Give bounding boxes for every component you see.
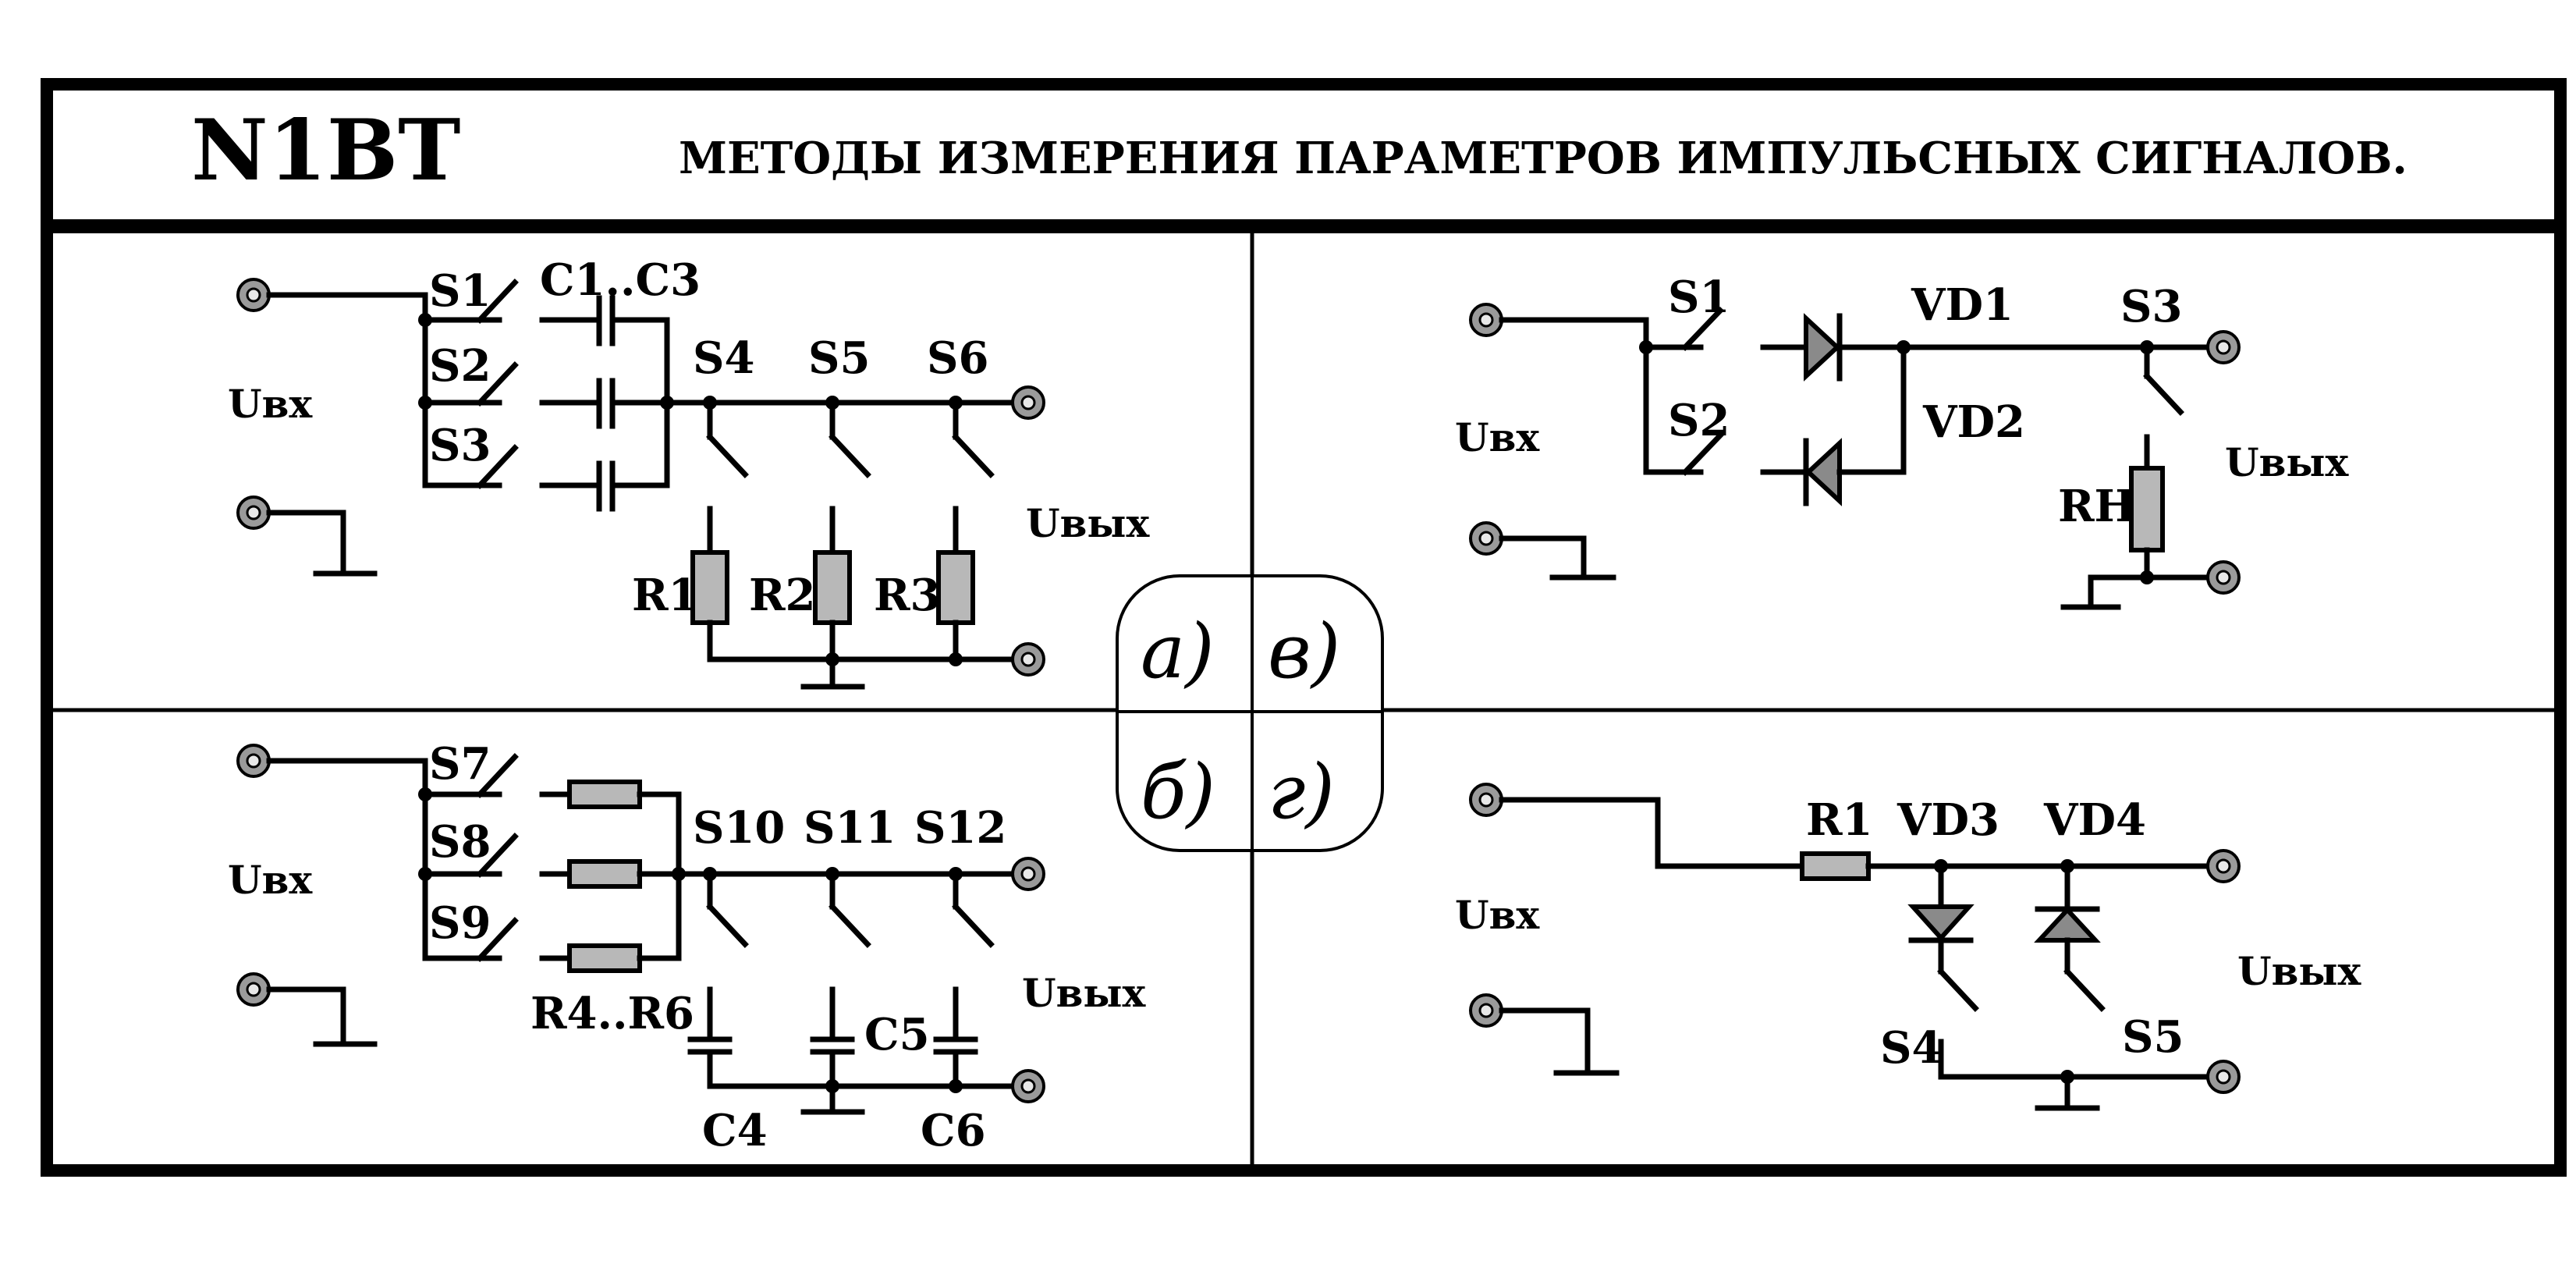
switch-label-s1-v: S1 <box>1668 272 1730 323</box>
quadrant-label-g: г) <box>1268 748 1335 836</box>
capacitor-c4 <box>687 986 1017 1089</box>
ground-terminal-v <box>1469 521 1503 556</box>
switch-label-s10: S10 <box>693 802 785 854</box>
capacitor-c3 <box>539 460 670 512</box>
quadrant-badge: а) в) б) г) <box>1116 574 1384 852</box>
switch-s5-a <box>825 396 871 478</box>
resistor-r1-g <box>1800 851 2211 881</box>
input-voltage-label-v: Uвх <box>1455 414 1540 460</box>
switch-s8 <box>418 833 519 881</box>
switch-s1-a <box>418 279 519 327</box>
output-voltage-label-v: Uвых <box>2225 439 2349 485</box>
switch-label-s3-a: S3 <box>429 420 491 471</box>
quadrant-label-a: а) <box>1141 608 1215 695</box>
switch-label-s3-v: S3 <box>2120 281 2182 332</box>
capacitor-label-c1c3: C1..C3 <box>540 254 701 306</box>
output-ground-terminal-a <box>1011 642 1045 677</box>
capacitor-c2 <box>539 378 670 429</box>
diode-label-vd3: VD3 <box>1897 794 1999 846</box>
input-voltage-label-a: Uвх <box>228 381 313 427</box>
input-terminal-v <box>1469 303 1503 337</box>
diode-vd3 <box>1907 859 1979 1012</box>
diode-vd2 <box>1760 344 1907 506</box>
output-ground-terminal-g <box>2206 1060 2241 1094</box>
quadrant-label-v: в) <box>1268 608 1340 695</box>
switch-label-s9: S9 <box>429 897 491 949</box>
diode-label-vd4: VD4 <box>2043 794 2146 846</box>
switch-label-s4-g: S4 <box>1880 1022 1942 1074</box>
panel-code: N1BT <box>191 101 461 200</box>
output-voltage-label-a: Uвых <box>1026 500 1150 546</box>
resistor-label-r1-g: R1 <box>1806 794 1873 846</box>
resistor-r1-a <box>690 506 729 662</box>
capacitor-label-c4: C4 <box>702 1105 768 1156</box>
resistor-label-r3-a: R3 <box>874 570 941 621</box>
switch-label-s11: S11 <box>804 802 896 854</box>
ground-terminal-g <box>1469 993 1503 1028</box>
quadrant-label-b: б) <box>1141 748 1215 836</box>
ground-terminal-a <box>236 495 271 530</box>
diode-label-vd1: VD1 <box>1911 279 2014 331</box>
input-voltage-label-g: Uвх <box>1455 892 1540 938</box>
panel-title: МЕТОДЫ ИЗМЕРЕНИЯ ПАРАМЕТРОВ ИМПУЛЬСНЫХ С… <box>679 133 2407 184</box>
input-voltage-label-b: Uвх <box>228 857 313 903</box>
switch-s4-a <box>703 396 749 478</box>
resistor-r2-a <box>813 506 852 662</box>
resistor-label-r4r6: R4..R6 <box>530 988 694 1039</box>
capacitor-label-c5: C5 <box>864 1009 930 1060</box>
switch-s12 <box>949 867 995 948</box>
switch-s11 <box>825 867 871 948</box>
output-terminal-a <box>1011 385 1045 420</box>
switch-s10 <box>703 867 749 948</box>
output-terminal-b <box>1011 857 1045 891</box>
circuit-a: Uвх S1 S2 S3 C1..C3 <box>228 254 1150 690</box>
capacitor-label-c6: C6 <box>921 1105 986 1156</box>
switch-s2-a <box>418 361 519 410</box>
diode-vd4 <box>2034 859 2106 1012</box>
output-terminal-v <box>2206 330 2241 364</box>
switch-s1-v <box>1639 307 1724 354</box>
switch-label-s1-a: S1 <box>429 265 491 317</box>
switch-label-s5-a: S5 <box>808 332 870 384</box>
circuit-b: Uвх S7 S8 S9 <box>228 738 1146 1156</box>
resistor-r3-a <box>936 506 975 662</box>
capacitor-c1 <box>539 295 670 488</box>
switch-s3-a <box>422 444 519 489</box>
input-terminal-b <box>236 744 271 778</box>
circuit-v: Uвх S1 S2 VD1 VD2 <box>1455 272 2349 610</box>
input-terminal-g <box>1469 783 1503 817</box>
output-terminal-g <box>2206 849 2241 883</box>
switch-s6-a <box>949 396 995 478</box>
ground-terminal-b <box>236 972 271 1007</box>
diode-label-vd2: VD2 <box>1922 396 2025 448</box>
switch-s9 <box>422 917 519 962</box>
output-ground-terminal-v <box>2206 560 2241 595</box>
output-voltage-label-b: Uвых <box>1022 970 1146 1016</box>
circuit-g: Uвх R1 VD3 VD4 S4 <box>1455 783 2361 1111</box>
load-resistor-label-rh: RH <box>2058 481 2135 532</box>
diode-vd1 <box>1760 313 1907 382</box>
output-voltage-label-g: Uвых <box>2237 948 2361 994</box>
switch-s7 <box>418 753 519 801</box>
switch-label-s8: S8 <box>429 816 491 868</box>
resistor-r6 <box>539 943 682 973</box>
switch-label-s12: S12 <box>914 802 1006 854</box>
input-terminal-a <box>236 278 271 312</box>
output-ground-terminal-b <box>1011 1069 1045 1103</box>
switch-s2-v <box>1681 432 1724 476</box>
switch-label-s2-v: S2 <box>1668 395 1730 446</box>
resistor-r4 <box>539 780 682 961</box>
switch-s3-v <box>2140 340 2184 416</box>
resistor-label-r2-a: R2 <box>749 570 816 621</box>
switch-label-s2-a: S2 <box>429 340 491 392</box>
switch-label-s7: S7 <box>429 738 491 790</box>
switch-label-s5-g: S5 <box>2122 1011 2184 1063</box>
switch-label-s4-a: S4 <box>693 332 754 384</box>
switch-label-s6-a: S6 <box>927 332 988 384</box>
resistor-label-r1-a: R1 <box>632 570 699 621</box>
